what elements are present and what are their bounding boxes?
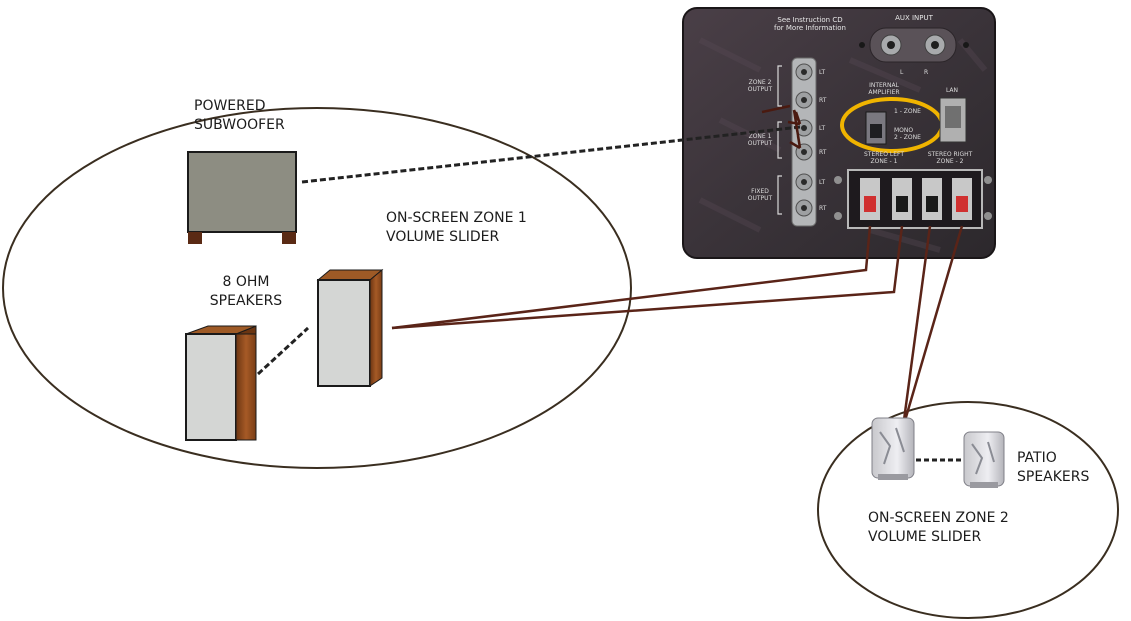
screw <box>859 42 865 48</box>
speaker-wire-zone1 <box>391 225 904 330</box>
speaker-wire-zone1 <box>391 225 872 330</box>
zone1-output-arrow <box>761 104 802 150</box>
screw <box>963 42 969 48</box>
screw <box>834 212 842 220</box>
lan-label: LAN <box>946 87 958 94</box>
speaker-link-wire <box>256 326 310 376</box>
speaker-front <box>316 268 384 387</box>
powered-subwoofer <box>187 151 297 244</box>
switch-1-zone-label: 1 - ZONE <box>894 108 921 115</box>
jack-label: LT <box>819 69 826 76</box>
screw <box>984 176 992 184</box>
speaker-rear <box>185 325 257 441</box>
aux-input-label: AUX INPUT <box>895 14 934 22</box>
lan-port <box>939 97 967 143</box>
screw <box>984 212 992 220</box>
jack-label: RT <box>819 149 827 156</box>
zone1-room-ellipse <box>2 107 632 469</box>
jack-label: RT <box>819 97 827 104</box>
patio-speaker-right <box>963 431 1005 488</box>
speaker-wire-zone2 <box>902 225 932 421</box>
subwoofer-wire <box>301 125 801 184</box>
rca-jacks <box>795 63 813 81</box>
patio-speaker-left <box>871 417 915 480</box>
jack-label: LT <box>819 179 826 186</box>
speaker-wire-zone2 <box>902 225 964 425</box>
screw <box>834 176 842 184</box>
jack-label: LT <box>819 125 826 132</box>
aux-r-label: R <box>924 69 928 76</box>
zone2-room-ellipse <box>817 401 1119 619</box>
aux-l-label: L <box>900 69 904 76</box>
jack-label: RT <box>819 205 827 212</box>
